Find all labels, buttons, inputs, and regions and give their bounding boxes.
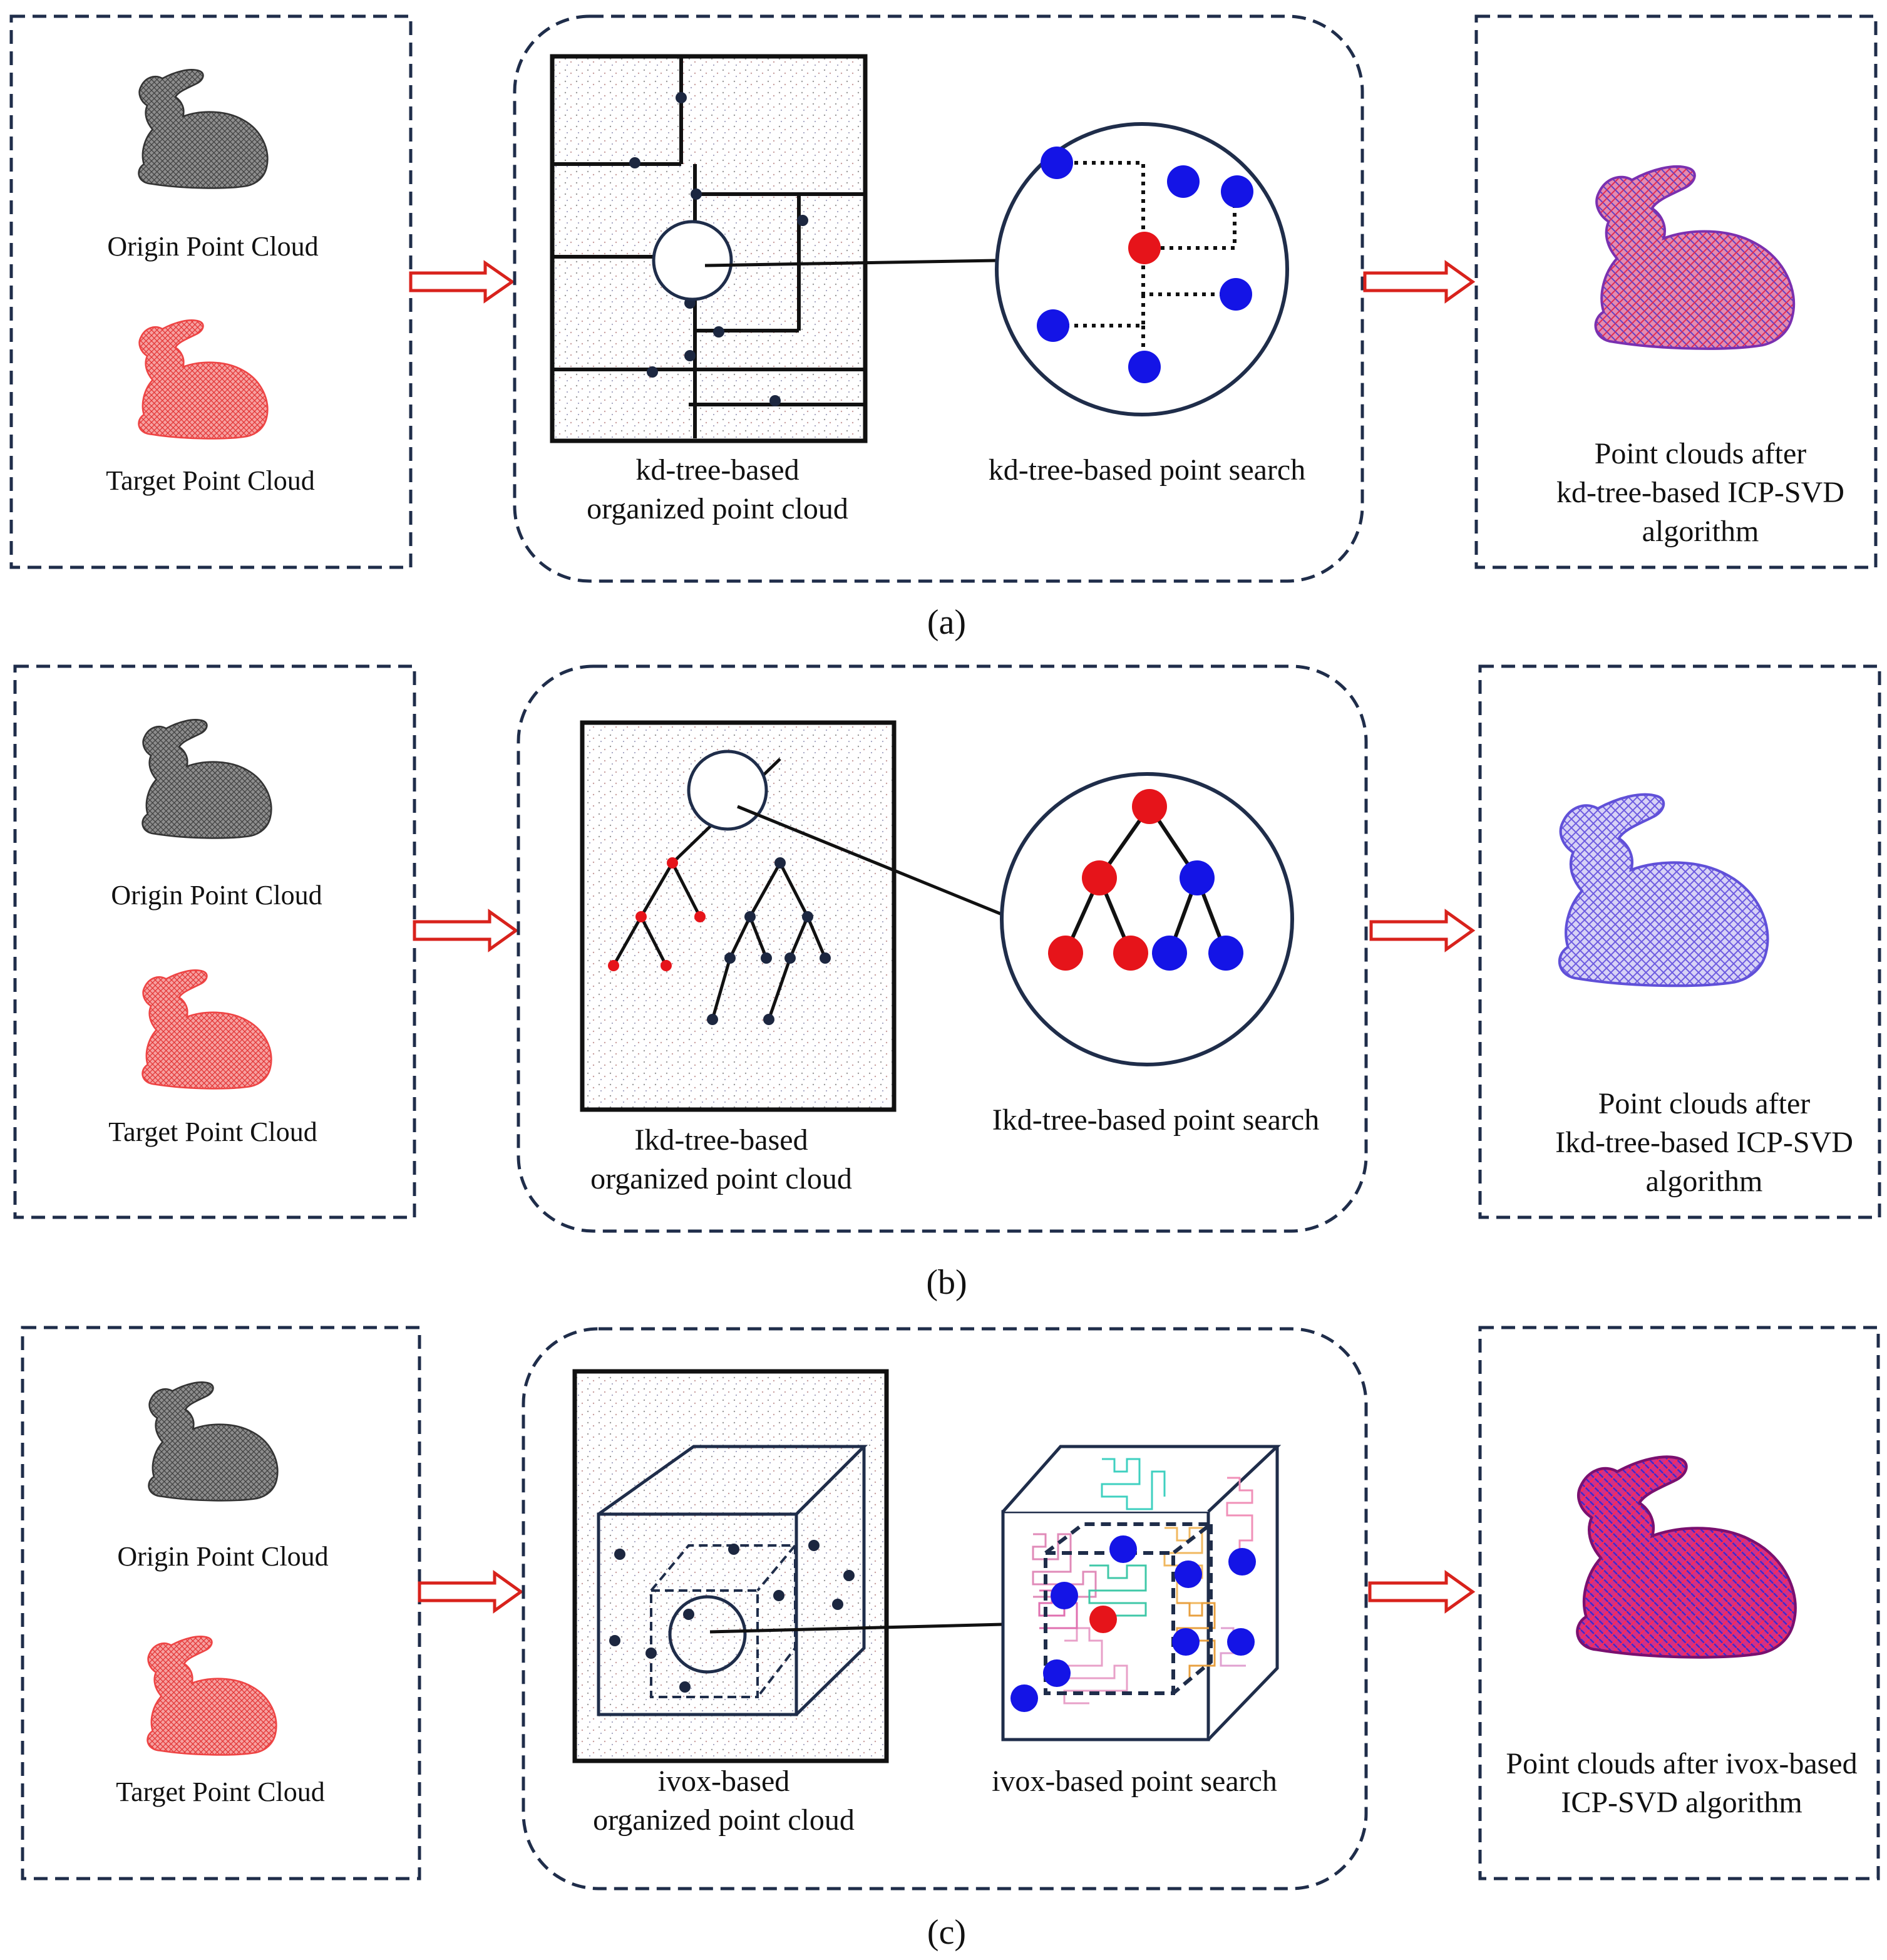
origin-label-a: Origin Point Cloud (107, 231, 318, 262)
structure-label-c-2: organized point cloud (593, 1803, 855, 1837)
panel-a: Origin Point Cloud Target Point Cloud (9, 14, 1878, 642)
result-label-b-2: Ikd-tree-based ICP-SVD (1555, 1126, 1853, 1159)
result-bunny-b (1560, 795, 1767, 986)
search-label-c: ivox-based point search (992, 1765, 1277, 1798)
target-bunny-c (147, 1635, 277, 1756)
target-label-c: Target Point Cloud (116, 1777, 324, 1807)
origin-bunny-c (148, 1381, 279, 1502)
process-box-a (513, 14, 1364, 583)
origin-bunny-b (141, 718, 272, 839)
result-label-a-3: algorithm (1642, 515, 1759, 548)
kd-search-lens-a (995, 122, 1289, 416)
ikd-search-lens-b (1000, 772, 1294, 1066)
connector-c (709, 1622, 1004, 1634)
input-box-c (21, 1326, 421, 1880)
target-bunny-b (141, 969, 272, 1090)
input-box-a (9, 14, 413, 569)
ivox-search-cube-c (1001, 1445, 1282, 1741)
result-label-b-1: Point clouds after (1598, 1087, 1811, 1120)
structure-label-c-1: ivox-based (658, 1765, 790, 1798)
result-label-b-3: algorithm (1646, 1165, 1763, 1198)
result-box-c (1478, 1326, 1880, 1880)
arrow-c-1 (418, 1570, 524, 1614)
result-bunny-c (1577, 1457, 1795, 1658)
result-bunny-a (1596, 167, 1794, 349)
input-box-b (13, 664, 416, 1219)
result-box-b (1478, 664, 1881, 1219)
process-box-c (522, 1327, 1368, 1890)
process-box-b (517, 664, 1368, 1233)
result-label-a-2: kd-tree-based ICP-SVD (1556, 476, 1844, 509)
arrow-a-1 (409, 260, 515, 304)
search-label-b: Ikd-tree-based point search (992, 1103, 1319, 1137)
target-bunny-a (138, 319, 269, 440)
connector-a (704, 259, 997, 267)
search-label-a: kd-tree-based point search (989, 453, 1305, 487)
structure-label-a-2: organized point cloud (587, 492, 848, 525)
origin-label-c: Origin Point Cloud (117, 1541, 328, 1572)
panel-b: Origin Point Cloud Target Point Cloud (13, 664, 1881, 1302)
arrow-b-1 (413, 909, 519, 952)
result-label-a-1: Point clouds after (1595, 437, 1807, 470)
connector-b (737, 805, 1002, 916)
ivox-grid-c (572, 1369, 889, 1763)
caption-a: (a) (927, 603, 966, 642)
result-label-c-1: Point clouds after ivox-based (1506, 1747, 1857, 1780)
arrow-a-2 (1363, 260, 1476, 304)
panel-c: Origin Point Cloud Target Point Cloud (21, 1326, 1880, 1952)
caption-b: (b) (926, 1263, 967, 1302)
result-label-c-2: ICP-SVD algorithm (1561, 1786, 1802, 1819)
target-label-a: Target Point Cloud (106, 465, 314, 496)
caption-c: (c) (927, 1913, 966, 1952)
structure-label-b-2: organized point cloud (590, 1162, 852, 1195)
arrow-c-2 (1368, 1570, 1476, 1614)
ikd-tree-grid-b (580, 720, 897, 1112)
structure-label-a-1: kd-tree-based (635, 453, 799, 487)
kd-tree-grid-a (550, 54, 868, 443)
arrow-b-2 (1369, 909, 1476, 952)
result-box-a (1474, 14, 1878, 569)
target-label-b: Target Point Cloud (108, 1117, 317, 1147)
origin-label-b: Origin Point Cloud (111, 880, 322, 910)
structure-label-b-1: Ikd-tree-based (634, 1123, 808, 1157)
origin-bunny-a (138, 68, 269, 189)
